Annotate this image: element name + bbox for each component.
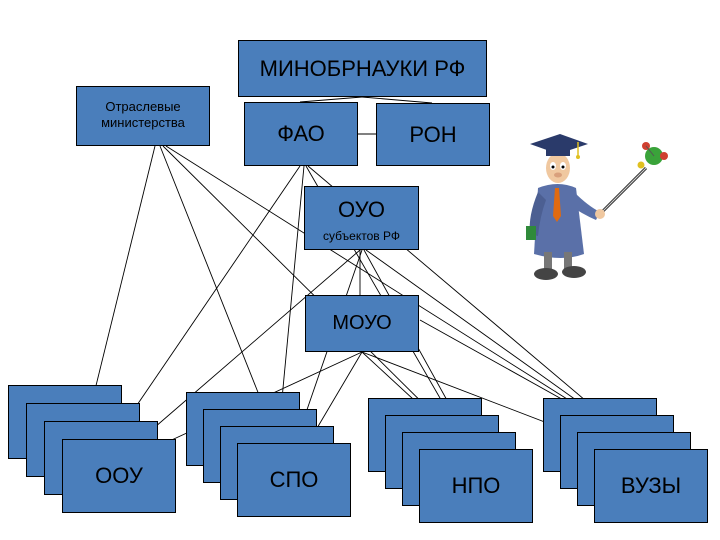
npo-box: НПО	[419, 449, 533, 523]
ouo-label: ОУО	[338, 197, 385, 222]
spo-box: СПО	[237, 443, 351, 517]
minobrnauki-box: МИНОБРНАУКИ РФ	[238, 40, 487, 97]
fao-label: ФАО	[277, 121, 325, 146]
mouo-box: МОУО	[305, 295, 419, 352]
ron-label: РОН	[409, 121, 457, 147]
professor-with-pointer-icon	[526, 134, 668, 280]
vuzy-box: ВУЗЫ	[594, 449, 708, 523]
fao-box: ФАО	[244, 102, 358, 166]
vuzy-label: ВУЗЫ	[620, 473, 682, 498]
otraslevye-label: Отраслевые министерства	[101, 99, 185, 130]
minobrnauki-label: МИНОБРНАУКИ РФ	[259, 55, 466, 81]
oou-label: ООУ	[95, 463, 143, 488]
ouo-box: ОУО субъектов РФ	[304, 186, 419, 250]
oou-box: ООУ	[62, 439, 176, 513]
spo-label: СПО	[269, 467, 319, 492]
mouo-label: МОУО	[332, 312, 392, 334]
ouo-sub-label: субъектов РФ	[323, 229, 400, 243]
npo-label: НПО	[451, 473, 501, 498]
ron-box: РОН	[376, 103, 490, 166]
otraslevye-ministerstva-box: Отраслевые министерства	[76, 86, 210, 146]
